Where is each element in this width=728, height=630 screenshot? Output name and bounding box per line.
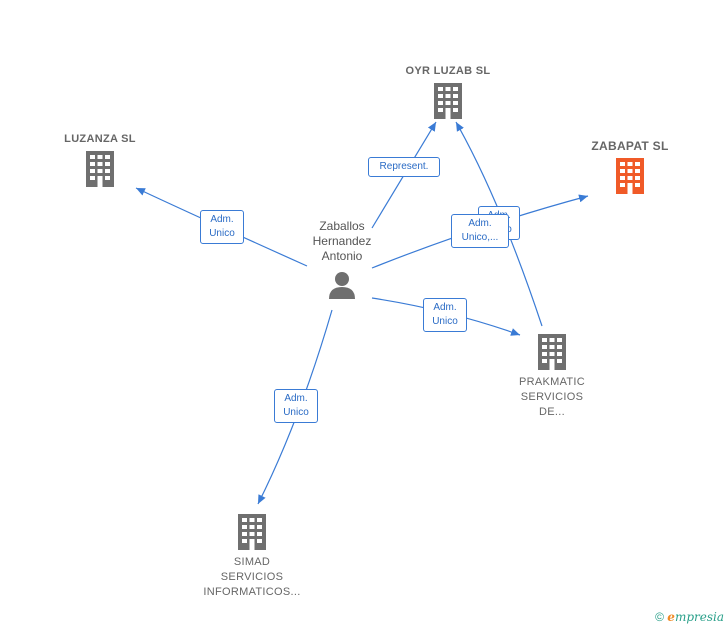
person-label-line-2: Hernandez bbox=[312, 234, 372, 248]
company-label-simad-line-1: SIMAD bbox=[233, 556, 271, 568]
company-node-oyr-luzab[interactable]: OYR LUZAB SL bbox=[388, 64, 508, 124]
person-label-line-1: Zaballos bbox=[319, 219, 365, 233]
edge-label-represent-text: Represent. bbox=[379, 161, 429, 172]
edge-label-line-2: Unico bbox=[283, 407, 309, 418]
company-label-oyr-luzab: OYR LUZAB SL bbox=[405, 65, 491, 77]
edge-label-line-1: Adm. bbox=[468, 218, 492, 229]
building-icon bbox=[538, 334, 566, 370]
edge-label-adm-zabapat[interactable]: Adm. Unico,... bbox=[451, 214, 509, 248]
company-label-prakmatic-line-2: SERVICIOS bbox=[520, 391, 584, 403]
company-label-zabapat: ZABAPAT SL bbox=[591, 139, 669, 153]
company-node-zabapat[interactable]: ZABAPAT SL bbox=[570, 139, 690, 199]
company-label-simad-line-3: INFORMATICOS... bbox=[203, 586, 301, 598]
company-label-simad-line-2: SERVICIOS bbox=[220, 571, 284, 583]
copyright-icon: © bbox=[655, 610, 664, 624]
company-label-prakmatic-line-3: DE... bbox=[539, 406, 565, 418]
edge-label-line-2: Unico,... bbox=[461, 232, 499, 243]
company-label-luzanza: LUZANZA SL bbox=[64, 133, 136, 145]
brand-logo: empresia bbox=[667, 610, 724, 624]
edge-label-adm-luzanza[interactable]: Adm. Unico bbox=[200, 210, 244, 244]
building-icon bbox=[86, 151, 114, 187]
edge-label-line-1: Adm. bbox=[433, 302, 457, 313]
company-label-prakmatic-line-1: PRAKMATIC bbox=[518, 376, 586, 388]
company-node-prakmatic[interactable]: PRAKMATIC SERVICIOS DE... bbox=[492, 334, 612, 420]
edge-label-adm-simad[interactable]: Adm. Unico bbox=[274, 389, 318, 423]
company-node-simad[interactable]: SIMAD SERVICIOS INFORMATICOS... bbox=[192, 514, 312, 600]
edge-label-line-1: Adm. bbox=[210, 214, 234, 225]
building-icon-highlighted bbox=[616, 158, 644, 194]
edge-label-line-2: Unico bbox=[432, 316, 458, 327]
edge-label-represent[interactable]: Represent. bbox=[368, 157, 440, 177]
building-icon bbox=[434, 83, 462, 119]
person-icon bbox=[329, 272, 355, 299]
edge-label-adm-prakmatic[interactable]: Adm. Unico bbox=[423, 298, 467, 332]
person-node-zaballos[interactable]: Zaballos Hernandez Antonio bbox=[290, 219, 394, 305]
company-node-luzanza[interactable]: LUZANZA SL bbox=[40, 132, 160, 192]
person-label-line-3: Antonio bbox=[321, 249, 363, 263]
brand-footer: © empresia bbox=[655, 610, 724, 624]
building-icon bbox=[238, 514, 266, 550]
edge-label-line-2: Unico bbox=[209, 228, 235, 239]
edge-label-line-1: Adm. bbox=[284, 393, 308, 404]
